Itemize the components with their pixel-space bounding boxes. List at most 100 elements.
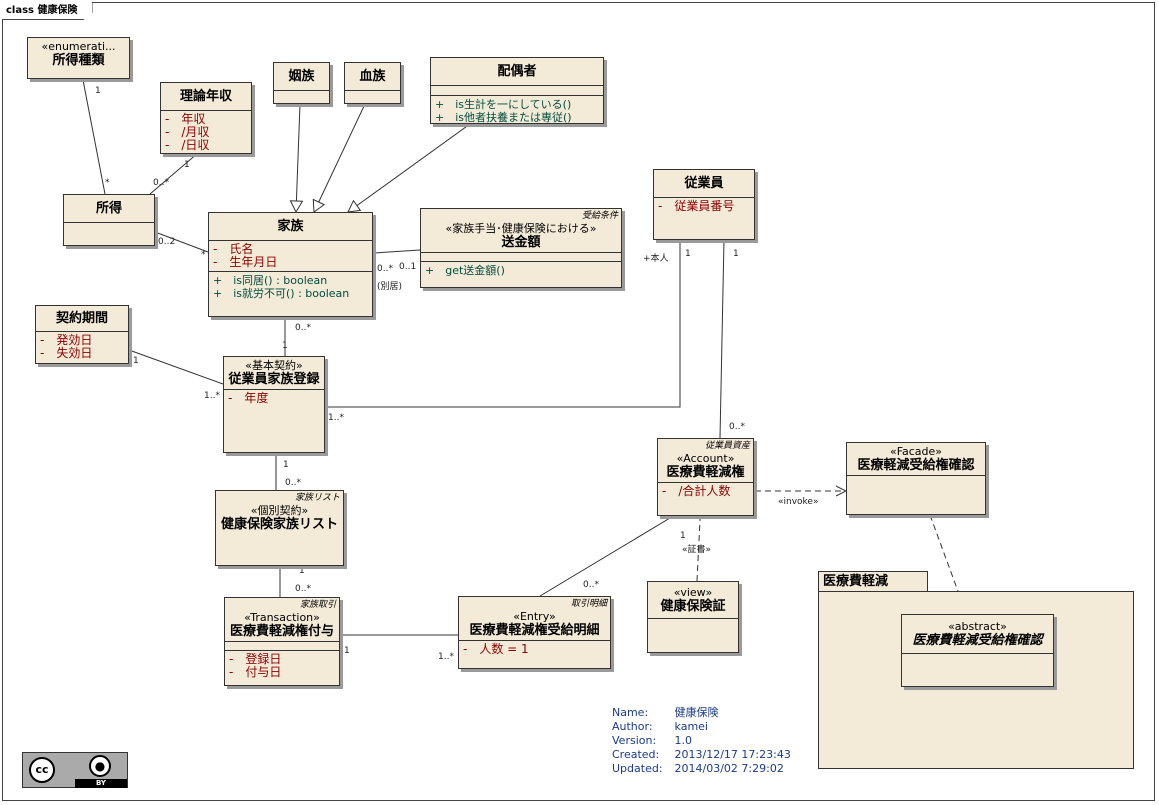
mult-label: 0..* xyxy=(377,264,393,274)
frame-title: class 健康保険 xyxy=(2,2,93,20)
class-attribute: - 年度 xyxy=(228,391,269,405)
class-name: 理論年収 xyxy=(179,89,232,104)
class-ketsuzoku[interactable]: 血族 xyxy=(344,62,401,104)
mult-label: 1 xyxy=(184,160,190,170)
mult-label: * xyxy=(105,178,110,188)
class-name: 医療費軽減権 xyxy=(666,465,745,480)
class-operation: + is生計を一にしている() xyxy=(435,98,572,111)
class-iryouhi-keigenken[interactable]: 従業員資産 «Account» 医療費軽減権 - /合計人数 xyxy=(657,438,754,516)
class-keiyaku-kikan[interactable]: 契約期間 - 発効日 - 失効日 xyxy=(35,305,129,364)
class-tag: 家族リスト xyxy=(294,493,340,503)
class-abstract-kakunin[interactable]: «abstract» 医療費軽減受給権確認 xyxy=(901,614,1054,687)
prop-key: Version: xyxy=(612,734,657,747)
class-name: 姻族 xyxy=(288,69,315,84)
mult-label: 0..* xyxy=(295,584,311,594)
mult-label: 0..* xyxy=(153,178,169,188)
mult-label: 1 xyxy=(299,566,305,576)
prop-key: Created: xyxy=(612,748,660,761)
class-juugyouin-kazoku-touroku[interactable]: «基本契約» 従業員家族登録 - 年度 xyxy=(223,356,325,453)
class-name: 家族 xyxy=(277,219,304,234)
gen-ketsuzoku-kazoku xyxy=(312,103,366,213)
class-name: 医療費軽減権付与 xyxy=(229,624,334,639)
prop-key: Updated: xyxy=(612,762,663,775)
role-label: +本人 xyxy=(643,254,669,264)
mult-label: 1 xyxy=(680,531,686,541)
mult-label: 1 xyxy=(283,460,289,470)
dep-hokensho-keigenken xyxy=(697,500,701,582)
class-kenkou-hokensho[interactable]: «view» 健康保険証 xyxy=(647,581,739,653)
class-meisai[interactable]: 取引明細 «Entry» 医療費軽減権受給明細 - 人数 = 1 xyxy=(458,596,611,669)
class-tag: 受給条件 xyxy=(581,211,618,221)
class-juugyouin[interactable]: 従業員 - 従業員番号 xyxy=(653,169,755,240)
class-name: 従業員 xyxy=(684,176,724,191)
class-attribute: - 登録日 xyxy=(229,652,282,666)
attribution-person-icon: ● xyxy=(89,755,111,777)
class-name: 配偶者 xyxy=(497,64,537,79)
class-attribute: - /合計人数 xyxy=(662,484,731,498)
class-haigusha[interactable]: 配偶者 + is生計を一にしている() + is他者扶養または専従() xyxy=(430,57,604,124)
class-riron-nenshu[interactable]: 理論年収 - 年収 - /月収 - /日収 xyxy=(160,82,252,154)
class-stereotype: «view» xyxy=(673,586,713,599)
class-attribute: - 生年月日 xyxy=(213,255,278,269)
mult-label: 1 xyxy=(95,86,101,96)
prop-key: Author: xyxy=(612,720,653,733)
class-shotoku-shurui[interactable]: «enumerati... 所得種類 xyxy=(27,37,130,79)
class-name: 契約期間 xyxy=(55,311,108,326)
assoc-keiyaku-touroku xyxy=(128,349,224,385)
class-name: 血族 xyxy=(359,69,386,84)
class-attribute: - 付与日 xyxy=(229,665,282,679)
class-operation: + get送金額() xyxy=(425,264,505,277)
class-name: 医療費軽減受給権確認 xyxy=(912,633,1043,648)
prop-value: 2013/12/17 17:23:43 xyxy=(674,748,791,761)
mult-label: 1 xyxy=(344,646,350,656)
class-facade[interactable]: «Facade» 医療軽減受給権確認 xyxy=(846,442,986,515)
class-kenkou-kazoku-list[interactable]: 家族リスト «個別契約» 健康保険家族リスト xyxy=(215,490,344,566)
assoc-kazoku-soukin xyxy=(373,249,421,254)
class-attribute: - 発効日 xyxy=(40,333,93,347)
assoc-juugyouin-touroku xyxy=(325,240,681,408)
mult-label: 1 xyxy=(685,249,691,259)
mult-label: 1..* xyxy=(204,391,220,401)
class-attribute: - 従業員番号 xyxy=(658,199,735,213)
class-attribute: - /月収 xyxy=(165,125,210,139)
class-operation: + is他者扶養または専従() xyxy=(435,111,572,124)
prop-value: kamei xyxy=(674,720,708,733)
class-operation: + is同居() : boolean xyxy=(213,274,328,287)
cc-license-badge[interactable]: cc ● BY xyxy=(22,752,128,788)
mult-label: 0..* xyxy=(285,478,301,488)
class-name: 送金額 xyxy=(501,235,541,250)
class-inzoku[interactable]: 姻族 xyxy=(273,62,330,104)
stereotype-label: «invoke» xyxy=(778,497,819,507)
class-attribute: - /日収 xyxy=(165,138,210,152)
package-tab[interactable]: 医療費軽減 xyxy=(818,571,928,591)
license-by-label: BY xyxy=(75,779,127,788)
class-name: 医療軽減受給権確認 xyxy=(857,458,975,473)
stereotype-label: «証書» xyxy=(682,545,712,555)
class-name: 従業員家族登録 xyxy=(228,372,320,387)
class-kazoku[interactable]: 家族 - 氏名 - 生年月日 + is同居() : boolean + is就労… xyxy=(208,212,373,317)
class-stereotype: «Transaction» xyxy=(244,611,320,624)
mult-label: 1 xyxy=(133,356,139,366)
class-stereotype: «基本契約» xyxy=(245,359,303,372)
class-fuyo[interactable]: 家族取引 «Transaction» 医療費軽減権付与 - 登録日 - 付与日 xyxy=(224,597,340,686)
class-soukingaku[interactable]: 受給条件 «家族手当･健康保険における» 送金額 + get送金額() xyxy=(420,208,622,288)
diagram-properties: Name:健康保険 Author:kamei Version:1.0 Creat… xyxy=(612,706,803,776)
mult-label: 1 xyxy=(282,341,288,351)
class-shotoku[interactable]: 所得 xyxy=(63,194,155,246)
assoc-shurui-shotoku xyxy=(82,79,106,195)
dep-facade-abstract xyxy=(929,514,966,613)
prop-key: Name: xyxy=(612,706,649,719)
class-name: 医療費軽減権受給明細 xyxy=(469,623,600,638)
class-tag: 家族取引 xyxy=(299,600,336,610)
class-stereotype: «Facade» xyxy=(889,445,943,458)
mult-label: 0..1 xyxy=(399,262,417,272)
mult-label: * xyxy=(201,250,206,260)
class-stereotype: «家族手当･健康保険における» xyxy=(445,222,597,235)
mult-label: 1..* xyxy=(438,652,454,662)
mult-label: 0..2 xyxy=(158,237,176,247)
mult-label: 0..* xyxy=(295,323,311,333)
mult-label: 0..* xyxy=(729,422,745,432)
assoc-meisai-keigenken xyxy=(539,511,681,597)
